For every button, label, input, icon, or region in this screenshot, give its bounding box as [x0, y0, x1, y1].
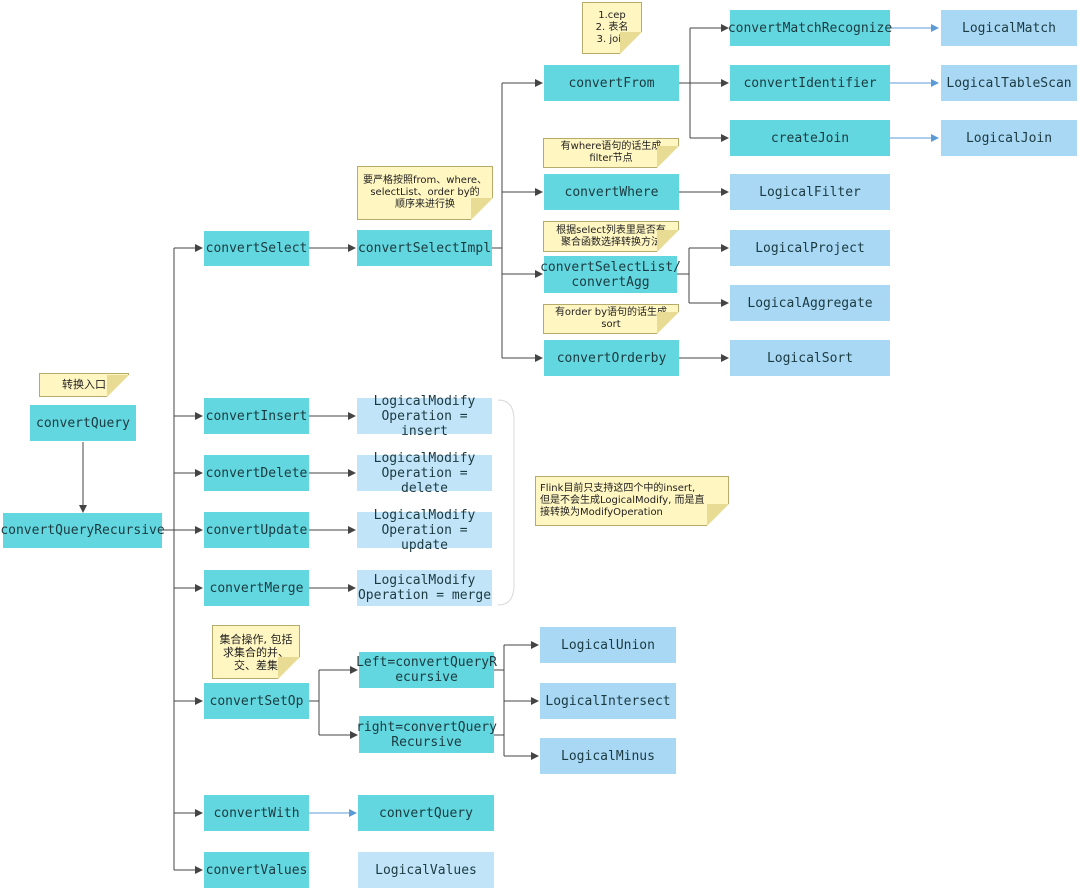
convert-from-node: convertFrom: [544, 65, 679, 101]
convert-select-impl-node: convertSelectImpl: [357, 230, 492, 266]
convert-select-list-node: convertSelectList/ convertAgg: [540, 256, 681, 293]
logical-union-node: LogicalUnion: [540, 627, 676, 663]
note-select-order: 要严格按照from、where、 selectList、order by的 顺序…: [357, 166, 493, 220]
note-entry: 转换入口: [39, 373, 129, 397]
convert-with-node: convertWith: [204, 795, 309, 831]
convert-setop-node: convertSetOp: [204, 683, 309, 719]
convert-query-recursive-node: convertQueryRecursive: [0, 513, 165, 548]
logical-aggregate-node: LogicalAggregate: [730, 285, 890, 321]
logical-join-node: LogicalJoin: [941, 120, 1077, 156]
logical-table-scan-node: LogicalTableScan: [941, 65, 1077, 101]
dml-brace: [497, 399, 515, 606]
right-recursive-node: right=convertQuery Recursive: [356, 716, 497, 753]
convert-query-with-target-node: convertQuery: [358, 795, 494, 831]
convert-query-node: convertQuery: [30, 405, 136, 441]
logical-values-node: LogicalValues: [358, 852, 494, 888]
logical-filter-node: LogicalFilter: [730, 174, 890, 210]
note-select-list: 根据select列表里是否有 聚合函数选择转换方法: [543, 221, 679, 252]
logical-intersect-node: LogicalIntersect: [540, 683, 676, 719]
convert-merge-node: convertMerge: [204, 570, 309, 606]
note-set-op: 集合操作, 包括 求集合的并、 交、差集: [212, 625, 300, 679]
logical-sort-node: LogicalSort: [730, 340, 890, 376]
logical-modify-update-node: LogicalModify Operation = update: [357, 508, 492, 553]
convert-insert-node: convertInsert: [204, 398, 309, 434]
note-from-sources: 1.cep 2. 表名 3. join: [582, 2, 642, 54]
convert-orderby-node: convertOrderby: [544, 340, 679, 376]
logical-minus-node: LogicalMinus: [540, 738, 676, 774]
logical-project-node: LogicalProject: [730, 230, 890, 266]
convert-where-node: convertWhere: [544, 174, 679, 210]
convert-delete-node: convertDelete: [204, 455, 309, 491]
convert-match-recognize-node: convertMatchRecognize: [728, 10, 892, 46]
note-flink-modify: Flink目前只支持这四个中的insert, 但是不会生成LogicalModi…: [535, 476, 729, 526]
convert-select-node: convertSelect: [204, 231, 309, 266]
convert-values-node: convertValues: [204, 852, 309, 888]
logical-modify-insert-node: LogicalModify Operation = insert: [357, 394, 492, 439]
convert-update-node: convertUpdate: [204, 512, 309, 548]
logical-match-node: LogicalMatch: [941, 10, 1077, 46]
note-orderby: 有order by语句的话生成 sort: [543, 304, 679, 334]
note-where: 有where语句的话生成 filter节点: [543, 138, 679, 168]
left-recursive-node: Left=convertQueryR ecursive: [356, 652, 497, 688]
create-join-node: createJoin: [730, 120, 890, 156]
logical-modify-merge-node: LogicalModify Operation = merge: [357, 570, 492, 606]
logical-modify-delete-node: LogicalModify Operation = delete: [357, 451, 492, 496]
convert-identifier-node: convertIdentifier: [730, 65, 890, 101]
